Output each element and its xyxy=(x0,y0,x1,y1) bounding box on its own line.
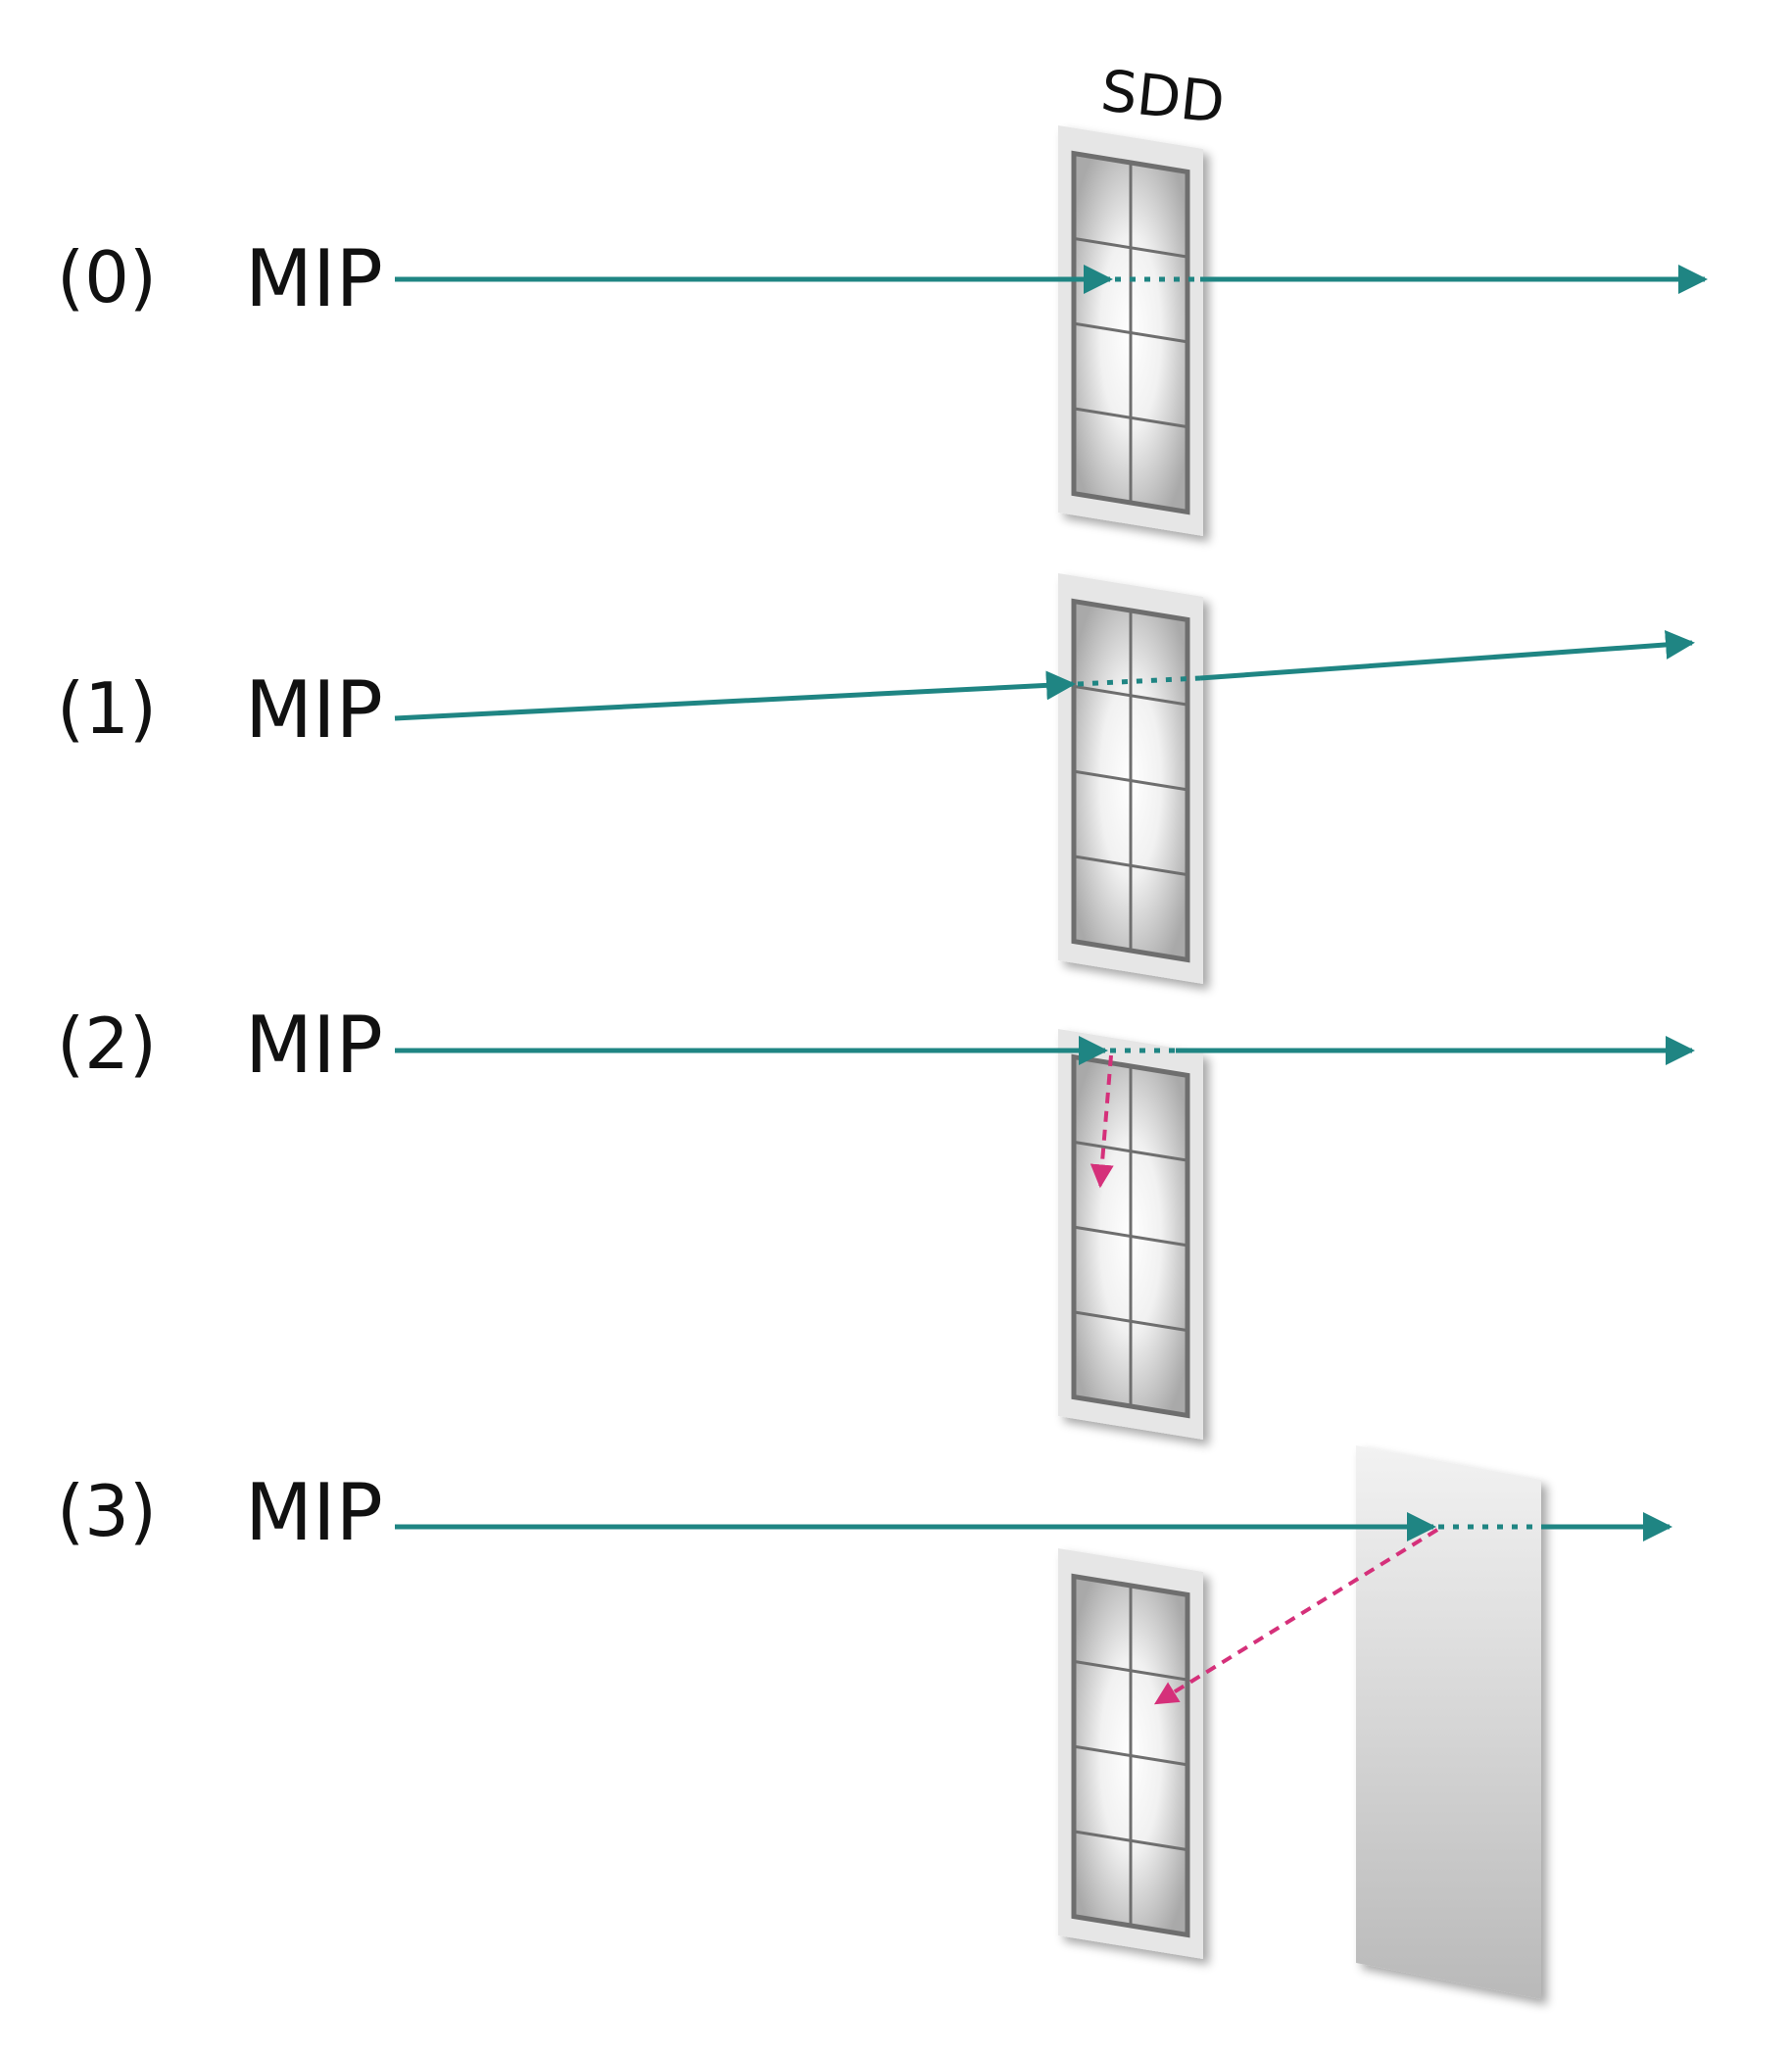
row-2-index: (2) xyxy=(57,1003,157,1085)
row-2-source-label: MIP xyxy=(245,1000,383,1091)
row-1-source-label: MIP xyxy=(245,664,383,756)
beam-row-3 xyxy=(395,1512,1672,1705)
sdd-detector-0 xyxy=(1058,125,1203,536)
row-1-index: (1) xyxy=(57,667,157,750)
sdd-detector-1 xyxy=(1058,573,1203,984)
beam-row-1 xyxy=(394,629,1695,721)
sdd-detector-3 xyxy=(1058,1548,1203,1959)
secondary-path-row-2 xyxy=(1090,1054,1114,1189)
row-0-source-label: MIP xyxy=(245,233,383,324)
row-3-source-label: MIP xyxy=(245,1467,383,1558)
sdd-label: SDD xyxy=(1098,57,1229,136)
row-0-index: (0) xyxy=(57,236,157,318)
absorber-slab xyxy=(1356,1445,1541,1999)
sdd-detector-2 xyxy=(1058,1029,1203,1440)
row-3-index: (3) xyxy=(57,1470,157,1552)
beam-row-2 xyxy=(395,1036,1695,1189)
